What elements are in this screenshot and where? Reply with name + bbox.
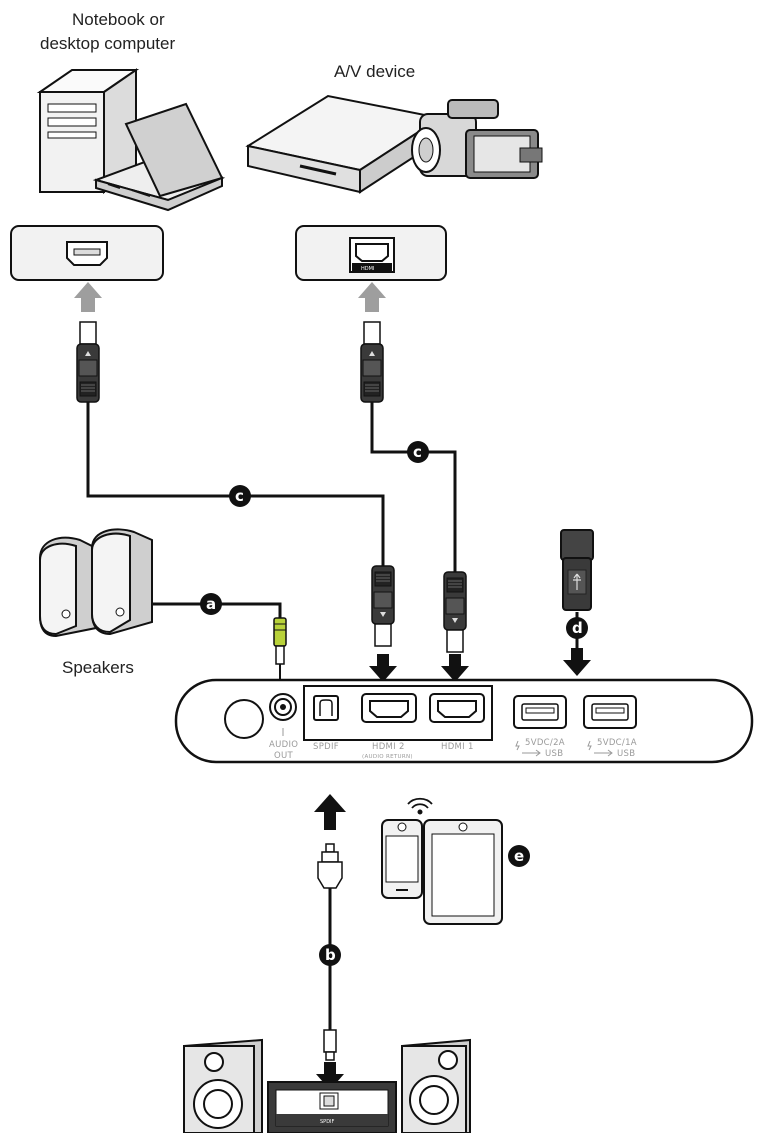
hdmi-cable-plug-hdmi2 [371,565,395,647]
projector-rear-panel [174,678,754,764]
callout-d-text: d [572,619,583,637]
arrow-up-to-av [358,282,386,312]
arrow-down-hdmi2 [369,654,397,682]
callout-d: d [566,617,588,639]
computer-hdmi-port-panel [10,225,164,281]
audio-plug [273,617,287,684]
wifi-icon [407,797,433,815]
port-label-usb1-power: 5VDC/2A [525,738,565,748]
av-device-label: A/V device [334,62,416,81]
port-label-hdmi2: HDMI 2 [372,742,405,752]
speakers-label: Speakers [62,658,134,677]
port-label-hdmi2-sub: (AUDIO RETURN) [362,754,413,760]
callout-b: b [319,944,341,966]
hdmi-cable-plug-hdmi1 [443,571,467,653]
computer-illustration [36,68,226,212]
arrow-down-hdmi1 [441,654,469,682]
callout-e: e [508,845,530,867]
hdmi-cable-plug-av [360,321,384,403]
callout-e-text: e [514,847,524,865]
port-label-spdif: SPDIF [313,742,339,752]
speakers-illustration [39,528,153,638]
stereo-system-illustration [183,1038,471,1133]
arrow-up-to-computer [74,282,102,312]
computer-label-line2: desktop computer [40,34,176,53]
callout-c1-text: c [235,487,244,505]
spdif-plug-top [317,843,343,889]
port-label-hdmi1: HDMI 1 [441,742,474,752]
callout-c2-text: c [413,443,422,461]
port-label-usb2: USB [617,749,635,759]
callout-c1: c [229,485,251,507]
callout-a: a [200,593,222,615]
arrow-up-to-spdif [314,794,346,830]
spdif-receiver-label: SPDIF [320,1119,335,1125]
av-device-illustration [245,94,543,194]
hdmi-logo: HDMI [361,266,374,272]
port-label-usb1: USB [545,749,563,759]
usb-symbol-icons [515,740,613,757]
audio-cable-speakers [150,602,282,618]
callout-c2: c [407,441,429,463]
spdif-plug-bottom [323,1029,337,1061]
av-hdmi-port-panel [295,225,447,281]
computer-label-line1: Notebook or [72,10,165,29]
hdmi-cable-plug-computer [76,321,100,403]
port-label-usb2-power: 5VDC/1A [597,738,637,748]
port-label-audio-out-1: AUDIO [269,740,298,750]
port-label-audio-out-2: OUT [274,751,294,761]
usb-dongle [560,529,594,611]
mobile-devices-illustration [381,819,503,925]
arrow-down-usb [563,648,591,676]
callout-a-text: a [206,595,216,613]
callout-b-text: b [325,946,336,964]
